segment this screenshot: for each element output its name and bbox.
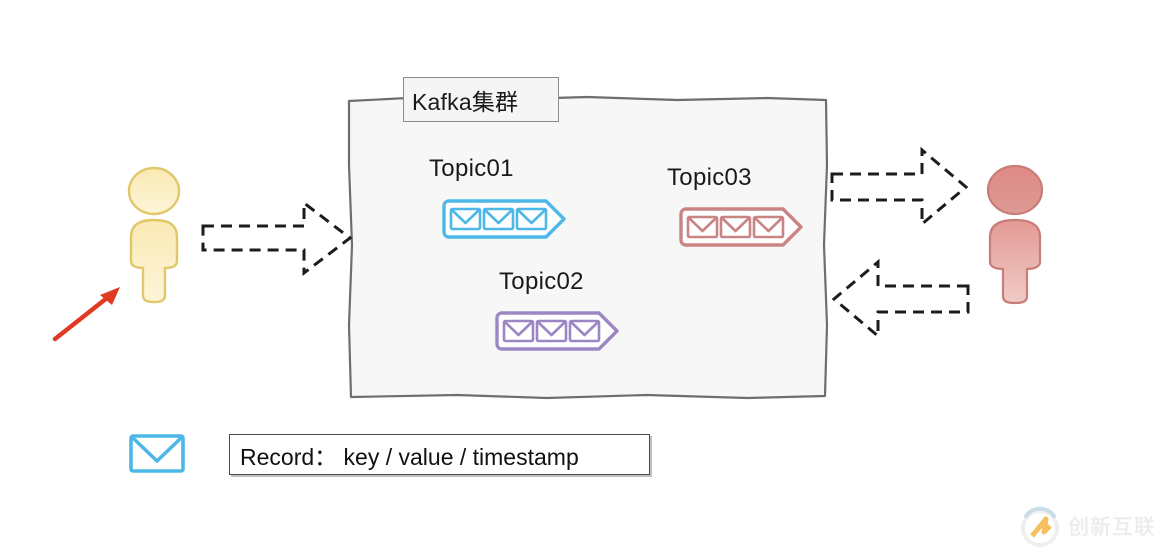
legend-record-box: Record： key / value / timestamp [229, 434, 650, 475]
arrow-cluster-to-consumer [830, 144, 970, 237]
watermark-logo-icon [1021, 506, 1059, 547]
topic01-message-strip [442, 199, 567, 244]
envelope-icon [128, 432, 186, 479]
topic02-message-strip [495, 311, 620, 356]
topic01-label: Topic01 [429, 155, 514, 182]
cluster-title-box: Kafka集群 [403, 77, 559, 122]
topic03-label: Topic03 [667, 164, 752, 191]
watermark-text: 创新互联 [1068, 516, 1156, 539]
kafka-cluster-box [347, 95, 829, 400]
arrow-producer-to-cluster [200, 196, 355, 286]
producer-actor-icon [118, 165, 190, 310]
annotation-arrow-icon [50, 283, 130, 350]
consumer-actor-icon [977, 163, 1053, 312]
topic02-label: Topic02 [499, 268, 584, 295]
topic03-message-strip [679, 207, 804, 252]
cluster-title-label: Kafka集群 [412, 88, 519, 115]
watermark: 创新互联 [1016, 498, 1162, 554]
arrow-consumer-to-cluster [830, 256, 970, 349]
legend-record-text: Record： key / value / timestamp [240, 443, 579, 470]
